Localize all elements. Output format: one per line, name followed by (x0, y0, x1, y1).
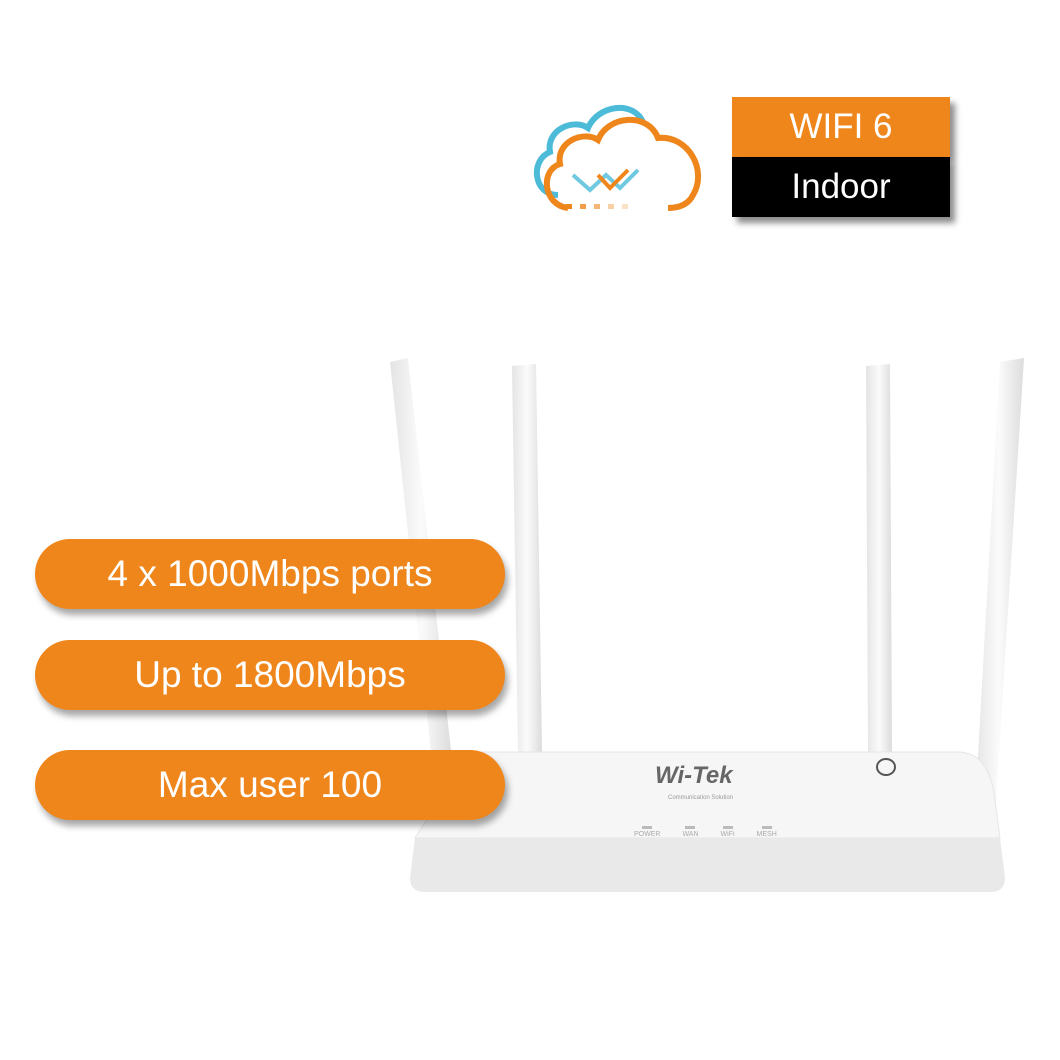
brand-logo: Wi-Tek (655, 762, 733, 789)
wifi6-badge: WIFI 6 (732, 97, 950, 157)
wifi6-logo-icon (876, 758, 896, 776)
indoor-badge: Indoor (732, 157, 950, 217)
led-mesh: MESH (757, 826, 777, 839)
feature-ports: 4 x 1000Mbps ports (35, 539, 505, 609)
led-power: POWER (634, 826, 660, 839)
feature-speed: Up to 1800Mbps (35, 640, 505, 710)
antenna (866, 364, 892, 752)
led-wifi: WiFi (721, 826, 735, 839)
antenna (512, 364, 542, 752)
feature-users: Max user 100 (35, 750, 505, 820)
antenna (974, 358, 1024, 832)
led-indicators: POWER WAN WiFi MESH (634, 826, 777, 839)
brand-tagline: Communication Solution (668, 795, 734, 801)
cloud-logo-icon (533, 104, 701, 211)
led-wan: WAN (682, 826, 699, 839)
